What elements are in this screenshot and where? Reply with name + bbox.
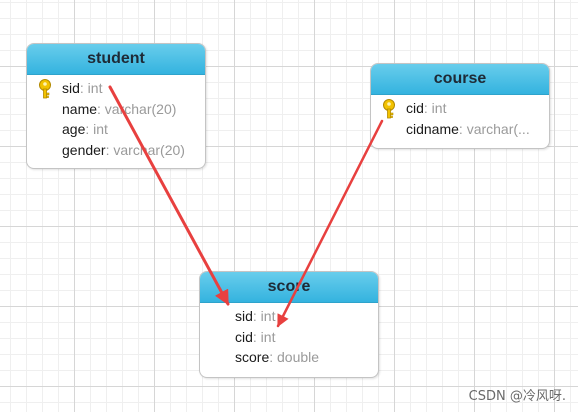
field-name: cid	[406, 100, 424, 116]
watermark: CSDN @冷风呀.	[468, 389, 566, 404]
field-name: sid	[62, 80, 80, 96]
table-course[interactable]: course cid: int cidnam	[370, 63, 550, 149]
field-name: gender	[62, 141, 106, 158]
field-score-sid[interactable]: sid: int	[200, 306, 378, 327]
field-course-cidname[interactable]: cidname: varchar(...	[371, 119, 549, 140]
table-score-title: score	[200, 272, 378, 303]
table-score[interactable]: score sid: int cid: int score: double	[199, 271, 379, 378]
field-type: : double	[269, 349, 320, 365]
field-name: cidname	[406, 120, 459, 137]
field-name: cid	[235, 328, 253, 345]
field-type: : int	[252, 328, 276, 345]
field-course-cid[interactable]: cid: int	[371, 98, 549, 119]
table-student[interactable]: student sid: int name:	[26, 43, 206, 169]
table-course-title: course	[371, 64, 549, 95]
field-type: : varchar(20)	[97, 100, 177, 117]
field-name: score	[235, 349, 270, 365]
field-name: sid	[235, 308, 253, 324]
field-type: : int	[423, 100, 447, 116]
field-student-age[interactable]: age: int	[27, 119, 205, 140]
field-type: : int	[79, 80, 103, 96]
field-type: : int	[85, 121, 108, 137]
field-student-sid[interactable]: sid: int	[27, 78, 205, 99]
field-score-cid[interactable]: cid: int	[200, 327, 378, 348]
field-type: : varchar(...	[458, 120, 530, 137]
field-student-gender[interactable]: gender: varchar(20)	[27, 140, 205, 161]
key-icon	[381, 99, 397, 119]
field-student-name[interactable]: name: varchar(20)	[27, 99, 205, 120]
table-course-fields: cid: int cidname: varchar(...	[371, 95, 549, 139]
table-student-fields: sid: int name: varchar(20) age: int gend…	[27, 75, 205, 160]
field-type: : varchar(20)	[105, 141, 185, 158]
key-icon	[37, 79, 53, 99]
table-score-fields: sid: int cid: int score: double	[200, 303, 378, 368]
field-name: age	[62, 121, 86, 137]
field-name: name	[62, 100, 98, 117]
field-score-score[interactable]: score: double	[200, 347, 378, 368]
table-student-title: student	[27, 44, 205, 75]
field-type: : int	[252, 308, 276, 324]
